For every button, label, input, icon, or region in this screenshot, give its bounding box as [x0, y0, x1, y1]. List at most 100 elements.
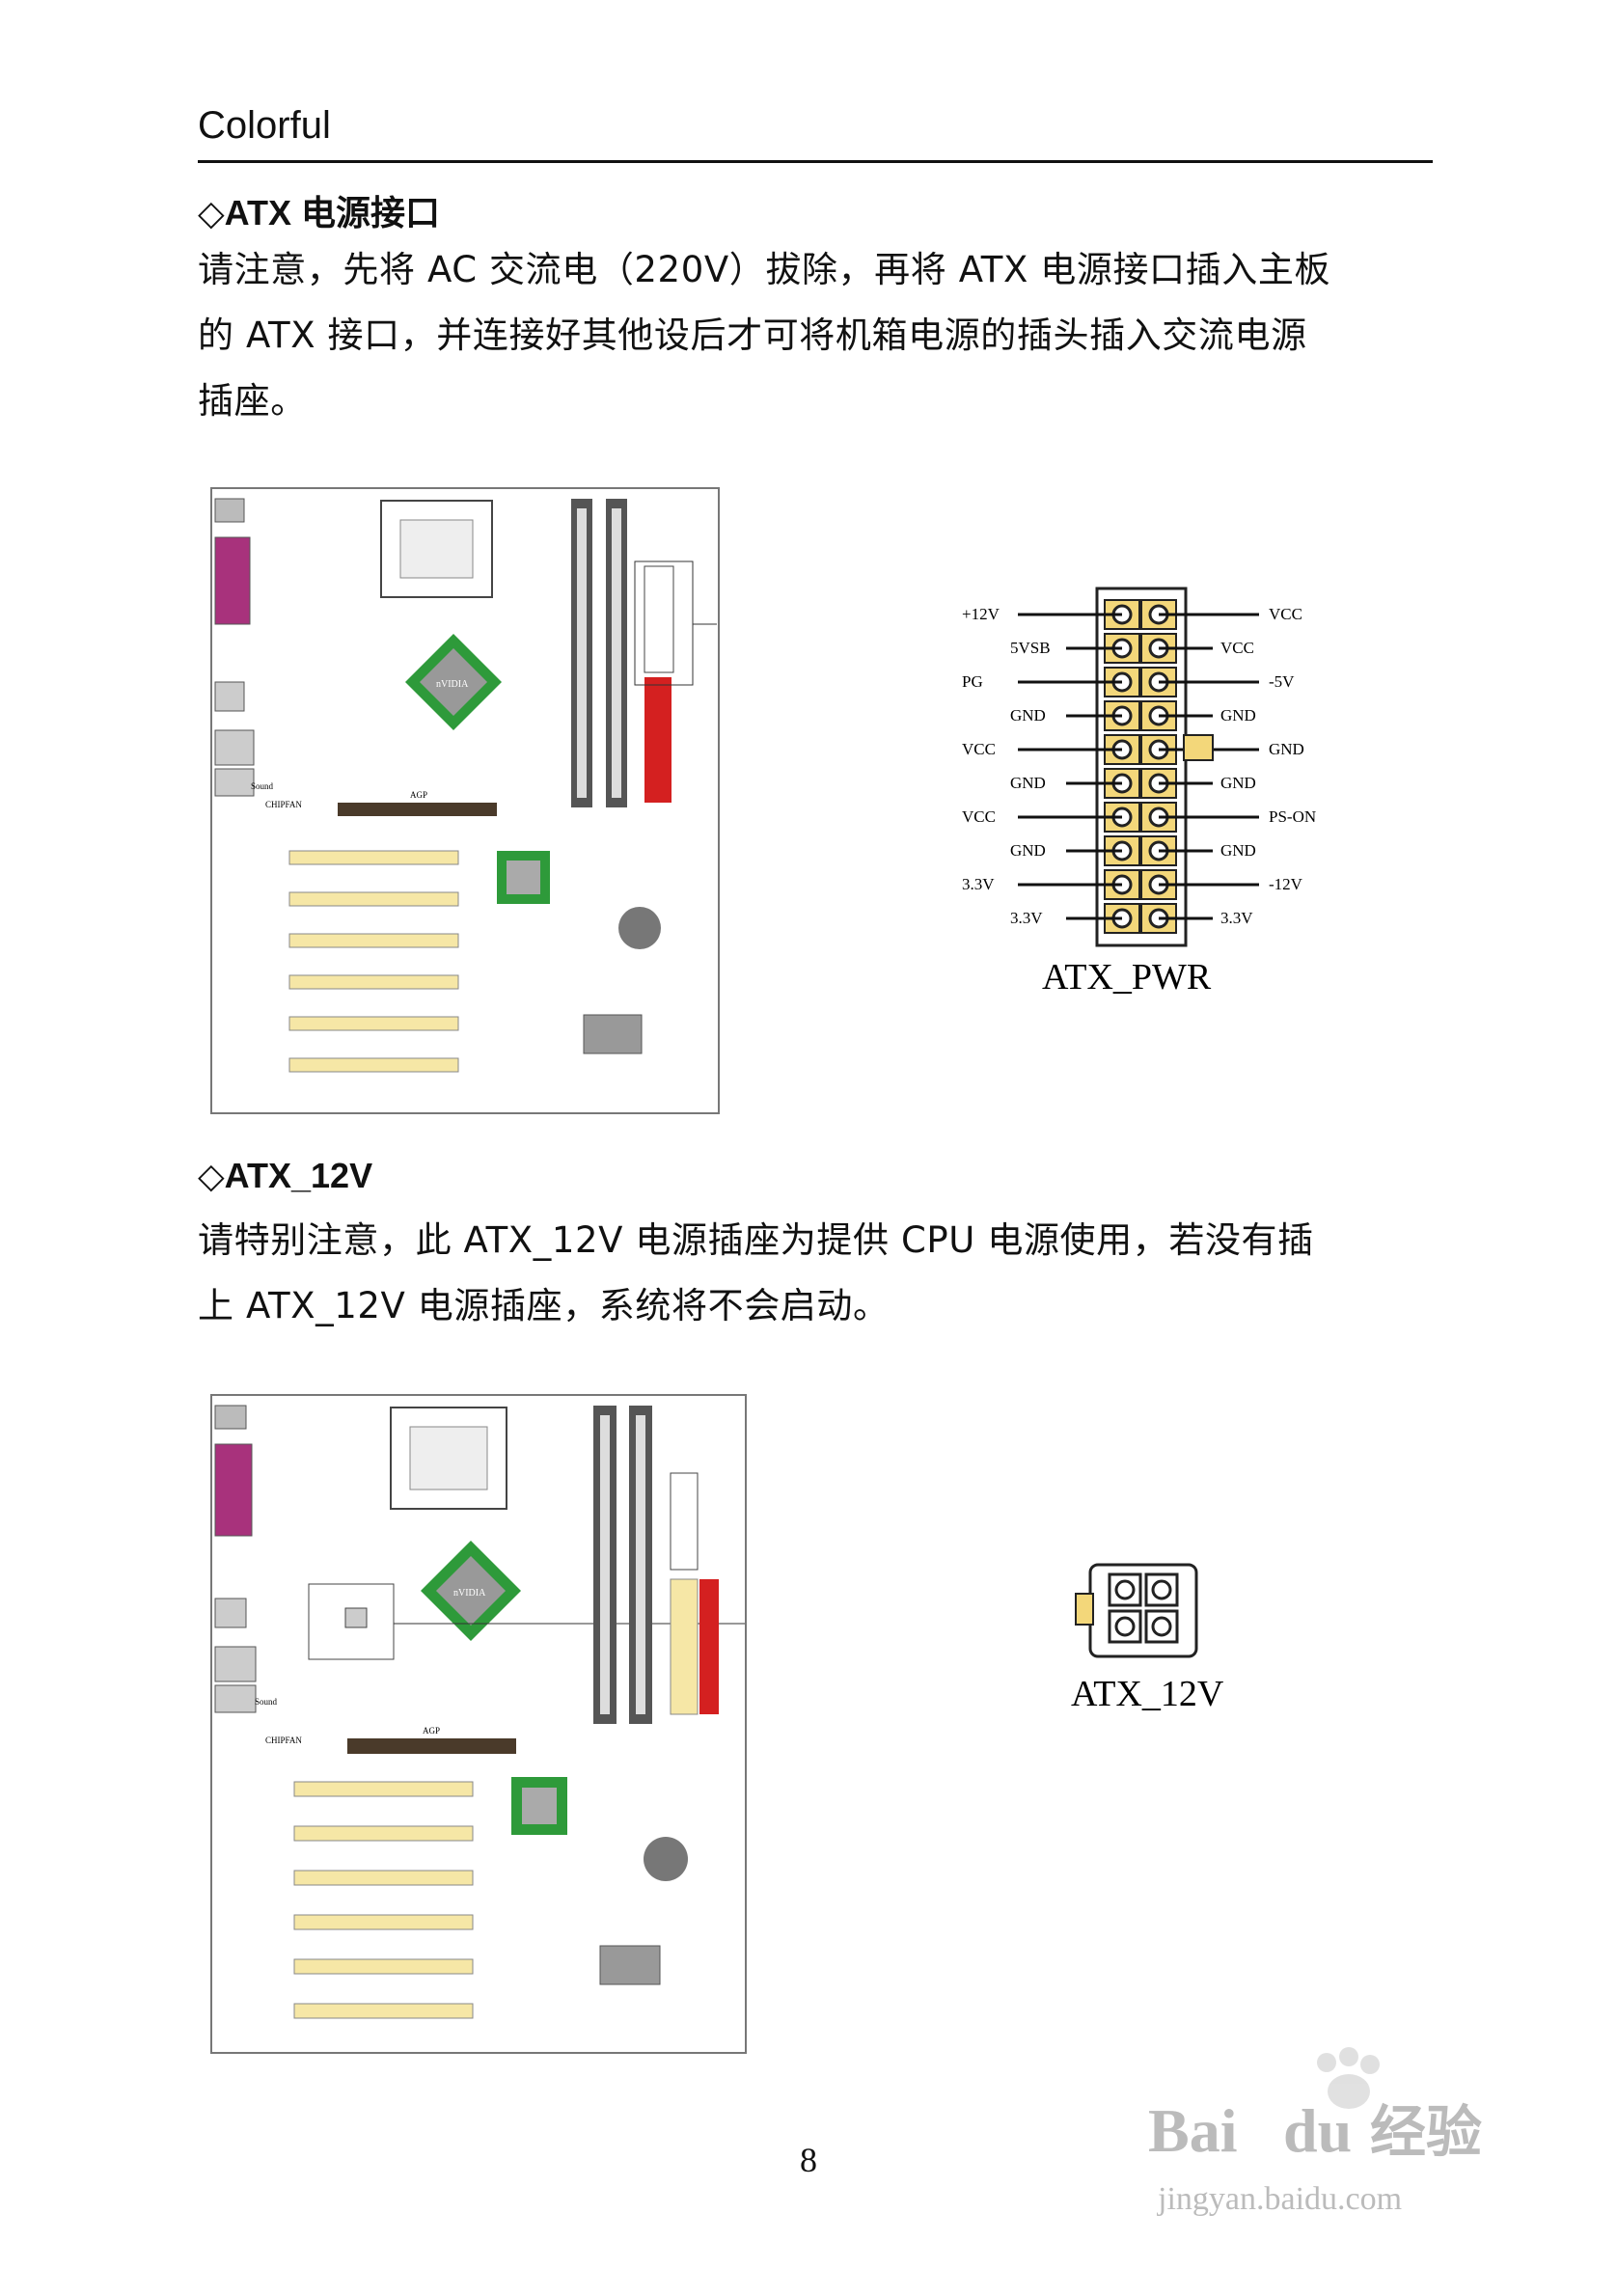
pci-slot-1	[288, 850, 459, 865]
atx-12v-pin	[1144, 1572, 1179, 1607]
text-line: 插座。	[198, 380, 307, 422]
atx-pwr-right-pin-label: GND	[1269, 740, 1304, 758]
atx-pwr-label: ATX_PWR	[1042, 957, 1212, 998]
chipfan-label: CHIPFAN	[265, 800, 302, 809]
agp-label: AGP	[423, 1726, 440, 1736]
pci-slot-2	[293, 1825, 474, 1842]
atx-pwr-left-pin-label: 3.3V	[962, 875, 995, 893]
cmos-battery	[644, 1837, 688, 1881]
atx-pwr-left-pin-label: VCC	[962, 740, 996, 758]
ps2-port	[214, 498, 245, 523]
baidu-watermark-drawing: Bai du 经验 jingyan.baidu.com	[1148, 2047, 1482, 2217]
atx-pwr-left-pin-label: 5VSB	[1010, 639, 1051, 657]
southbridge-die	[507, 861, 540, 894]
atx-pwr-right-pin-label: GND	[1220, 774, 1256, 792]
com-port	[214, 1443, 253, 1537]
floppy-highlight	[699, 1579, 719, 1714]
atx-power-highlight	[644, 677, 671, 803]
watermark-brand2: du	[1283, 2096, 1352, 2165]
dimm-slot-2-inner	[612, 508, 621, 798]
bios-chip	[599, 1945, 661, 1985]
atx-pwr-right-pin-label: VCC	[1220, 639, 1254, 657]
agp-label: AGP	[410, 790, 427, 800]
atx-power-socket	[644, 565, 674, 673]
cpu-socket-center	[409, 1426, 488, 1490]
agp-slot	[347, 1738, 516, 1754]
atx-pwr-right-pin-label: -5V	[1269, 672, 1295, 691]
atx-pwr-left-pin-label: PG	[962, 672, 983, 691]
pci-slot-3	[288, 933, 459, 948]
pci-slot-5	[293, 1958, 474, 1975]
atx-pwr-right-pin-label: VCC	[1269, 605, 1302, 623]
atx-pwr-right-pin-label: PS-ON	[1269, 807, 1316, 826]
atx-12v-pin-hole	[1151, 1616, 1172, 1637]
atx-pwr-right-pin-label: 3.3V	[1220, 909, 1253, 927]
atx-callout-box	[634, 560, 694, 686]
watermark-brand: Bai	[1148, 2096, 1237, 2165]
chipset-label: nVIDIA	[436, 679, 469, 690]
page-header: Colorful	[198, 104, 1433, 163]
baidu-watermark: Bai du 经验 jingyan.baidu.com	[1138, 2045, 1544, 2238]
atx-pwr-right-pin-label: GND	[1220, 841, 1256, 860]
atx-12v-latch	[1075, 1593, 1094, 1626]
section-heading-atx-power: ◇ATX 电源接口	[198, 193, 441, 232]
watermark-product: 经验	[1370, 2101, 1482, 2164]
atx-pwr-left-pin-label: GND	[1010, 706, 1046, 724]
atx-12v-pinout-drawing: ATX_12V	[1071, 1563, 1224, 1714]
atx-pwr-right-pin-label: GND	[1220, 706, 1256, 724]
text-line: 上 ATX_12V 电源插座，系统将不会启动。	[198, 1285, 890, 1326]
motherboard-drawing-1: Sound nVIDIA AGP CHIPFAN	[214, 498, 717, 1073]
lan-port	[214, 729, 255, 766]
chipset-label: nVIDIA	[453, 1588, 486, 1599]
atx-pwr-left-pin-label: +12V	[962, 605, 1000, 623]
usb-port	[214, 1598, 247, 1628]
com-port	[214, 536, 251, 625]
motherboard-diagram-2: Sound nVIDIA AGP CHIPFAN	[210, 1394, 747, 2054]
dimm-slot-1-inner	[577, 508, 587, 798]
agp-slot	[338, 803, 497, 816]
atx-12v-label: ATX_12V	[1071, 1674, 1224, 1714]
pci-slot-4	[288, 974, 459, 990]
motherboard-drawing-2: Sound nVIDIA AGP CHIPFAN	[214, 1405, 745, 2019]
atx-pwr-latch	[1183, 734, 1214, 761]
atx-pwr-left-pin-label: GND	[1010, 841, 1046, 860]
pci-slot-4	[293, 1914, 474, 1930]
text-line: 的 ATX 接口，并连接好其他设后才可将机箱电源的插头插入交流电源	[198, 314, 1307, 356]
usb-port	[214, 681, 245, 712]
text-line: 请注意，先将 AC 交流电（220V）拔除，再将 ATX 电源接口插入主板	[198, 249, 1331, 290]
atx-12v-pin-hole	[1114, 1579, 1136, 1600]
ide-connector	[670, 1578, 699, 1715]
atx-power-socket	[670, 1472, 699, 1571]
atx-12v-pin	[1108, 1609, 1142, 1644]
motherboard-diagram-1: Sound nVIDIA AGP CHIPFAN	[210, 487, 720, 1114]
atx12v-socket-board	[344, 1607, 368, 1628]
chipfan-label: CHIPFAN	[265, 1736, 302, 1745]
section-heading-atx-12v: ◇ATX_12V	[198, 1156, 373, 1195]
cpu-socket-center	[399, 519, 474, 579]
bios-chip	[583, 1014, 643, 1054]
atx-12v-pin-hole	[1114, 1616, 1136, 1637]
sound-label: Sound	[255, 1697, 278, 1707]
pci-slots	[288, 850, 459, 1073]
pci-slot-3	[293, 1870, 474, 1886]
ps2-port	[214, 1405, 247, 1430]
page-number: 8	[800, 2141, 817, 2179]
pci-slot-2	[288, 891, 459, 907]
atx-pwr-left-pin-label: GND	[1010, 774, 1046, 792]
atx-12v-pinout: ATX_12V	[1037, 1553, 1259, 1746]
atx-12v-pin	[1144, 1609, 1179, 1644]
pci-slots	[293, 1781, 474, 2019]
northbridge-die	[436, 1556, 506, 1626]
atx-pwr-right-pin-label: -12V	[1269, 875, 1303, 893]
dimm-slot-1-inner	[600, 1415, 610, 1714]
southbridge-die	[522, 1788, 557, 1824]
atx-pwr-left-pin-label: 3.3V	[1010, 909, 1043, 927]
pci-slot-1	[293, 1781, 474, 1797]
text-line: 请特别注意，此 ATX_12V 电源插座为提供 CPU 电源使用，若没有插	[198, 1219, 1314, 1261]
section-text-atx-power: 请注意，先将 AC 交流电（220V）拔除，再将 ATX 电源接口插入主板 的 …	[198, 237, 1442, 434]
northbridge-die	[420, 648, 487, 716]
lan-port	[214, 1646, 257, 1682]
audio-port	[214, 1684, 257, 1713]
